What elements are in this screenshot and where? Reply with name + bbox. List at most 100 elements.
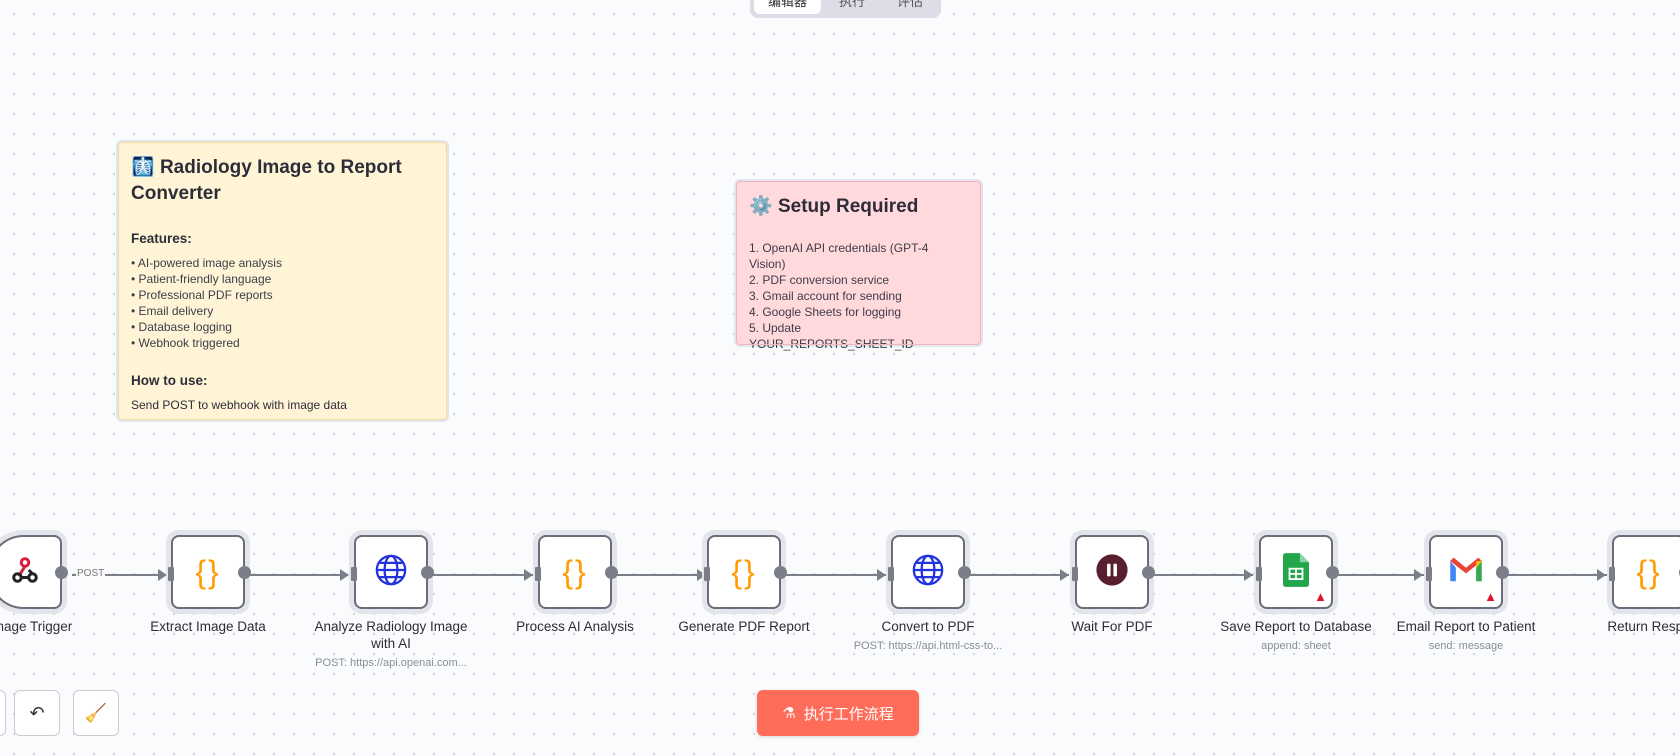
node-subtitle: send: message: [1428, 640, 1504, 652]
workflow-node[interactable]: {}: [168, 535, 251, 609]
output-port[interactable]: [774, 566, 787, 579]
view-tabs: 编辑器 执行 评估: [750, 0, 942, 18]
node-label: Extract Image Data: [98, 618, 318, 635]
input-port[interactable]: [1256, 567, 1262, 581]
node-label: Email Report to Patient send: message: [1356, 618, 1576, 655]
howto-heading: How to use:: [131, 373, 208, 388]
radiology-icon: 🩻: [131, 157, 155, 178]
node-subtitle: append: sheet: [1261, 640, 1331, 652]
sticky-note-overview[interactable]: 🩻 Radiology Image to Report Converter Fe…: [116, 140, 449, 422]
input-port[interactable]: [704, 567, 710, 581]
node-title: Extract Image Data: [150, 619, 266, 634]
output-port[interactable]: [238, 566, 251, 579]
feature-item: • Patient-friendly language: [131, 272, 272, 286]
output-port[interactable]: [55, 566, 68, 579]
node-label: Wait For PDF: [1002, 618, 1222, 635]
input-port[interactable]: [1609, 567, 1615, 581]
connection[interactable]: [786, 574, 886, 576]
node-subtitle: POST: https://api.html-css-to...: [853, 640, 1003, 652]
howto-text: Send POST to webhook with image data: [131, 398, 347, 412]
node-title: Wait For PDF: [1071, 619, 1153, 634]
node-label: Generate PDF Report: [634, 618, 854, 635]
node-label: d Image Trigger: [0, 618, 135, 635]
connection[interactable]: [1336, 574, 1426, 576]
connection-arrow: [340, 569, 349, 581]
code-braces-icon: {}: [562, 553, 588, 590]
node-title: Generate PDF Report: [678, 619, 810, 634]
tab-executions[interactable]: 执行: [839, 0, 866, 9]
code-braces-icon: {}: [195, 553, 221, 590]
features-heading: Features:: [131, 231, 192, 246]
node-title: Email Report to Patient: [1396, 619, 1536, 634]
node-label: Save Report to Database append: sheet: [1186, 618, 1406, 655]
node-title: d Image Trigger: [0, 619, 73, 634]
input-port[interactable]: [351, 567, 357, 581]
zoom-control[interactable]: [0, 690, 6, 736]
broom-icon: 🧹: [84, 702, 108, 723]
connection[interactable]: [1153, 574, 1253, 576]
output-port[interactable]: [421, 566, 434, 579]
connection[interactable]: [616, 574, 706, 576]
input-port[interactable]: [1072, 567, 1078, 581]
execute-workflow-button[interactable]: ⚗ 执行工作流程: [757, 690, 919, 736]
node-label: Convert to PDF POST: https://api.html-css…: [818, 618, 1038, 655]
workflow-node[interactable]: [1072, 535, 1155, 609]
node-label: Process AI Analysis: [465, 618, 685, 635]
connection-arrow: [158, 569, 167, 581]
connection[interactable]: [433, 574, 533, 576]
output-port[interactable]: [1326, 566, 1339, 579]
workflow-node[interactable]: [351, 535, 434, 609]
globe-icon: [374, 553, 408, 592]
output-port[interactable]: [605, 566, 618, 579]
setup-item: 5. Update YOUR_REPORTS_SHEET_ID: [749, 321, 914, 351]
output-port[interactable]: [1142, 566, 1155, 579]
connection[interactable]: [248, 574, 348, 576]
setup-item: 3. Gmail account for sending: [749, 289, 902, 303]
connection-arrow: [697, 569, 706, 581]
gmail-icon: [1448, 556, 1484, 589]
connection-arrow: [1244, 569, 1253, 581]
input-port[interactable]: [535, 567, 541, 581]
workflow-node[interactable]: {}: [1609, 535, 1680, 609]
undo-button[interactable]: ↶: [14, 690, 60, 736]
feature-item: • Database logging: [131, 320, 232, 334]
warning-icon: ▲: [1484, 589, 1497, 604]
workflow-node[interactable]: {}: [704, 535, 787, 609]
input-port[interactable]: [1426, 567, 1432, 581]
workflow-node[interactable]: ▲: [1256, 535, 1339, 609]
tab-editor[interactable]: 编辑器: [754, 0, 822, 14]
connection-arrow: [1597, 569, 1606, 581]
execute-label: 执行工作流程: [803, 705, 894, 723]
node-subtitle: POST: https://api.openai.com...: [315, 657, 467, 669]
node-label: Return Respo: [1539, 618, 1680, 635]
output-port[interactable]: [1496, 566, 1509, 579]
connection[interactable]: [72, 574, 166, 576]
undo-icon: ↶: [29, 702, 45, 723]
node-title: Save Report to Database: [1220, 619, 1372, 634]
connection-arrow: [877, 569, 886, 581]
workflow-node[interactable]: {}: [535, 535, 618, 609]
edge-label: POST: [76, 568, 106, 579]
node-title: Convert to PDF: [881, 619, 975, 634]
node-label: Analyze Radiology Image with AI POST: htt…: [306, 618, 476, 672]
pause-icon: [1095, 553, 1129, 592]
globe-icon: [911, 553, 945, 592]
feature-item: • AI-powered image analysis: [131, 256, 282, 270]
node-title: Process AI Analysis: [516, 619, 634, 634]
tidy-button[interactable]: 🧹: [73, 690, 119, 736]
input-port[interactable]: [168, 567, 174, 581]
connection[interactable]: [1507, 574, 1607, 576]
connection-arrow: [524, 569, 533, 581]
connection[interactable]: [969, 574, 1069, 576]
input-port[interactable]: [888, 567, 894, 581]
node-title: Analyze Radiology Image with AI: [314, 619, 468, 651]
output-port[interactable]: [958, 566, 971, 579]
connection-arrow: [1060, 569, 1069, 581]
workflow-node[interactable]: ▲: [1426, 535, 1509, 609]
workflow-node[interactable]: [0, 535, 68, 609]
webhook-icon: [10, 555, 40, 590]
sticky-note-setup[interactable]: ⚙️ Setup Required 1. OpenAI API credenti…: [734, 179, 983, 351]
workflow-node[interactable]: [888, 535, 971, 609]
tab-evaluations[interactable]: 评估: [897, 0, 924, 9]
google-sheets-icon: [1283, 552, 1309, 592]
